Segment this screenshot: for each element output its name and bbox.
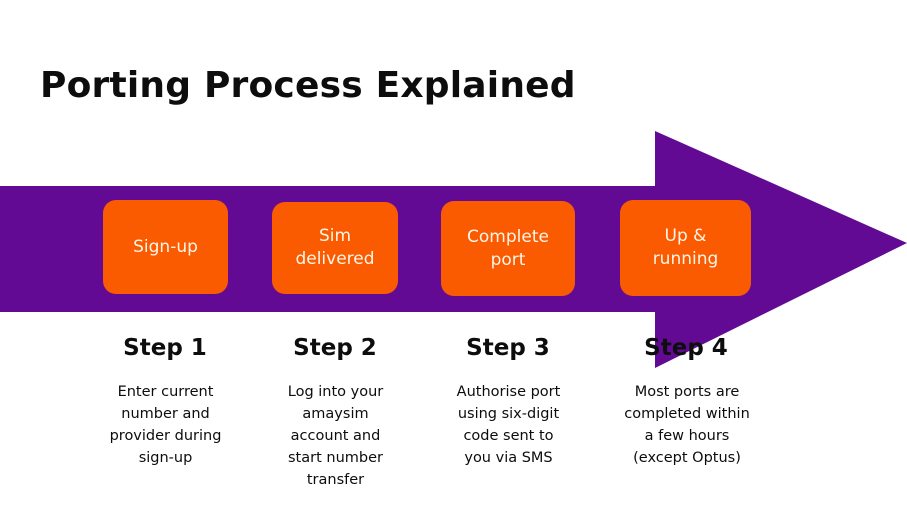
step-description-1: Enter current number and provider during…: [109, 384, 222, 466]
step-box-label-1: Sign-up: [133, 236, 198, 257]
step-number-4: Step 4: [644, 335, 728, 361]
step-box-2[interactable]: Sim delivered: [272, 202, 398, 294]
step-number-1: Step 1: [123, 335, 207, 361]
step-number-2: Step 2: [293, 335, 377, 361]
step-description-2: Log into your amaysim account and start …: [287, 384, 384, 488]
step-box-1[interactable]: Sign-up: [103, 200, 228, 294]
step-box-label-3: Complete port: [467, 226, 549, 270]
step-box-3[interactable]: Complete port: [441, 201, 575, 296]
step-description-4: Most ports are completed within a few ho…: [624, 384, 750, 466]
step-box-label-4: Up & running: [652, 226, 719, 269]
step-box-4[interactable]: Up & running: [620, 200, 751, 296]
page-title: Porting Process Explained: [40, 65, 576, 106]
step-number-3: Step 3: [466, 335, 550, 361]
step-description-3: Authorise port using six-digit code sent…: [456, 384, 561, 466]
step-box-label-2: Sim delivered: [295, 226, 375, 269]
